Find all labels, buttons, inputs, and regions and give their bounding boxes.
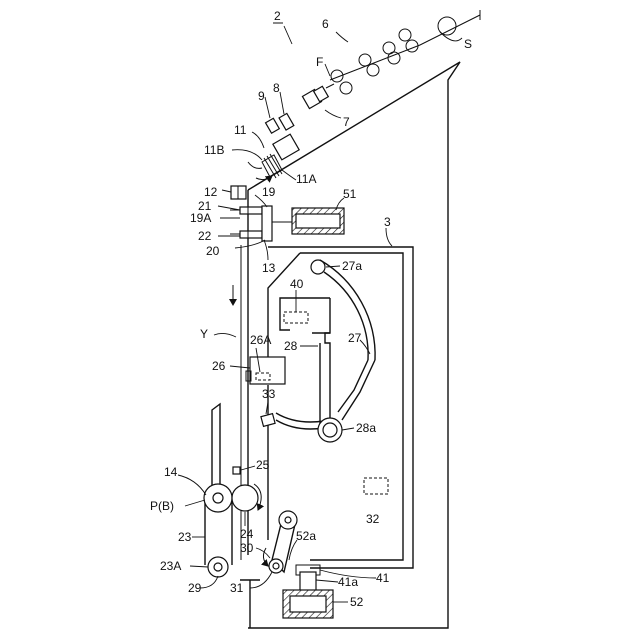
label-PB: P(B) [150,499,174,513]
label-28: 28 [284,339,298,353]
label-31: 31 [230,581,244,595]
sheet-path-rollers [330,10,480,94]
block-33 [261,414,275,427]
label-51: 51 [343,187,357,201]
label-40: 40 [290,277,304,291]
clamp-assembly [230,206,344,245]
label-8: 8 [273,81,280,95]
label-29: 29 [188,581,202,595]
sensor-32 [364,478,388,494]
label-23A: 23A [160,559,181,573]
label-19A: 19A [190,211,211,225]
label-14: 14 [164,465,178,479]
label-30: 30 [240,541,254,555]
label-26: 26 [212,359,226,373]
label-3: 3 [384,215,391,229]
label-24: 24 [240,527,254,541]
label-41a: 41a [338,575,358,589]
label-25: 25 [256,458,270,472]
label-33: 33 [262,387,276,401]
actuator-52 [283,565,333,618]
label-Y: Y [200,327,208,341]
label-52a: 52a [296,529,316,543]
label-19: 19 [262,185,276,199]
sensor-40 [284,312,308,323]
label-52: 52 [350,595,364,609]
label-26A: 26A [250,333,271,347]
block-8 [279,113,294,130]
label-28a: 28a [356,421,376,435]
label-23: 23 [178,530,192,544]
label-9: 9 [258,89,265,103]
label-6: 6 [322,17,329,31]
block-9 [266,118,280,133]
unit-11 [248,134,299,179]
label-32: 32 [366,512,380,526]
label-13: 13 [262,261,276,275]
label-11B: 11B [204,143,224,157]
label-20: 20 [206,244,220,258]
label-12: 12 [204,185,218,199]
label-27: 27 [348,331,362,345]
label-41: 41 [376,571,390,585]
label-S: S [464,37,472,51]
label-11A: 11A [296,172,316,186]
label-22: 22 [198,229,212,243]
label-11: 11 [234,123,247,137]
sensor-25 [233,467,240,474]
nozzle-7 [302,84,334,109]
block-26 [250,357,285,384]
label-27a: 27a [342,259,362,273]
leader-lines [178,26,462,602]
label-7: 7 [343,115,350,129]
label-F: F [316,55,323,69]
label-2: 2 [274,9,281,23]
